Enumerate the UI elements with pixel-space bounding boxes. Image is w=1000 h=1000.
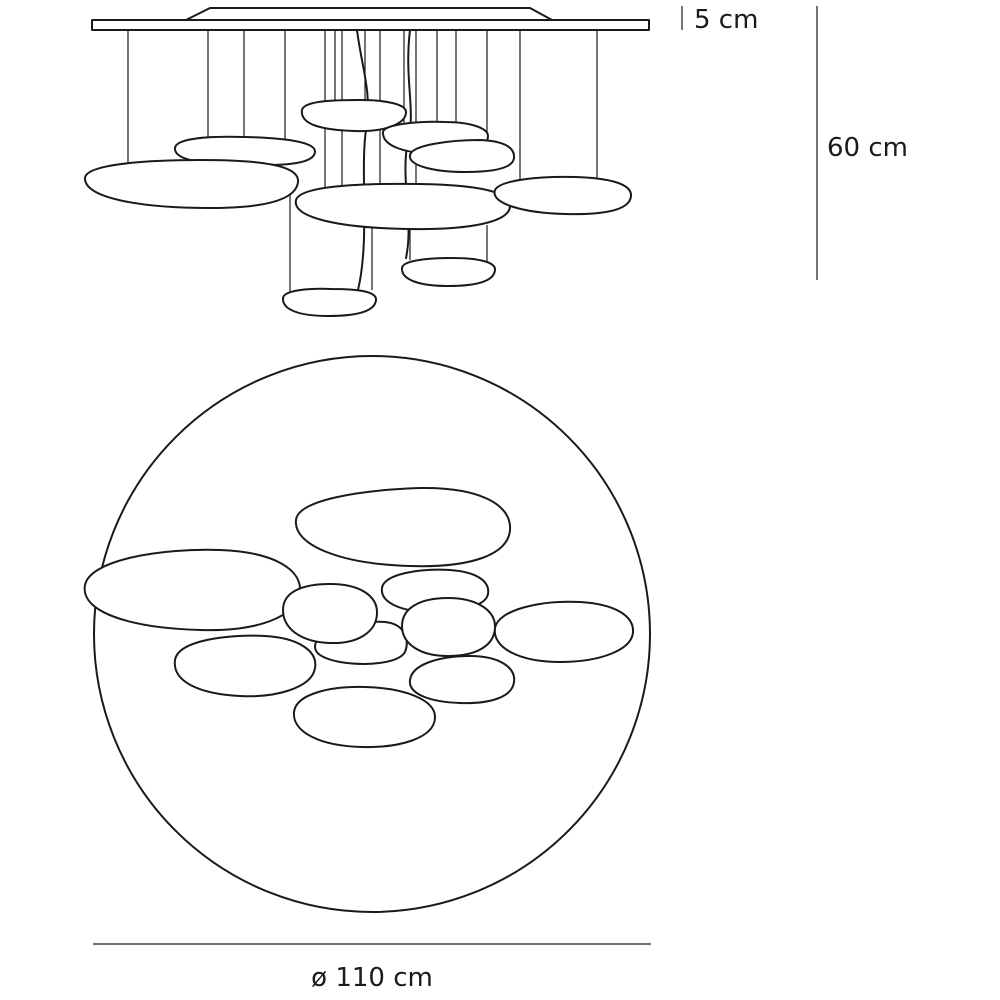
overall-height-label: 60 cm (827, 133, 908, 163)
plan-pebble-e (281, 582, 379, 645)
plan-pebble-h (408, 654, 516, 705)
side-pebble-2 (83, 158, 299, 210)
side-pebble-7 (493, 175, 632, 216)
plan-pebble-b (83, 548, 302, 632)
plan-pebble-d (173, 634, 317, 698)
side-pebble-5 (409, 138, 516, 174)
lamp-pebbles-side (83, 98, 632, 318)
side-pebble-9 (401, 256, 496, 288)
plan-pebble-j (292, 685, 437, 749)
canopy-height-dimension: 5 cm (681, 5, 758, 35)
side-pebble-3 (300, 98, 408, 133)
side-pebble-6 (294, 182, 512, 231)
diameter-label: ø 110 cm (311, 963, 433, 993)
side-pebble-8 (282, 287, 377, 318)
overall-height-dimension: 60 cm (816, 6, 908, 280)
canopy-height-label: 5 cm (694, 5, 758, 35)
canopy-outline-circle (93, 355, 651, 913)
plan-pebble-g (493, 600, 635, 664)
plan-view (83, 355, 651, 913)
diameter-dimension: ø 110 cm (93, 943, 651, 993)
lamp-pebbles-plan (83, 486, 635, 749)
plan-pebble-i (400, 596, 497, 658)
side-elevation-view (83, 7, 650, 318)
ceiling-canopy (91, 7, 650, 31)
plan-pebble-a (294, 486, 512, 568)
